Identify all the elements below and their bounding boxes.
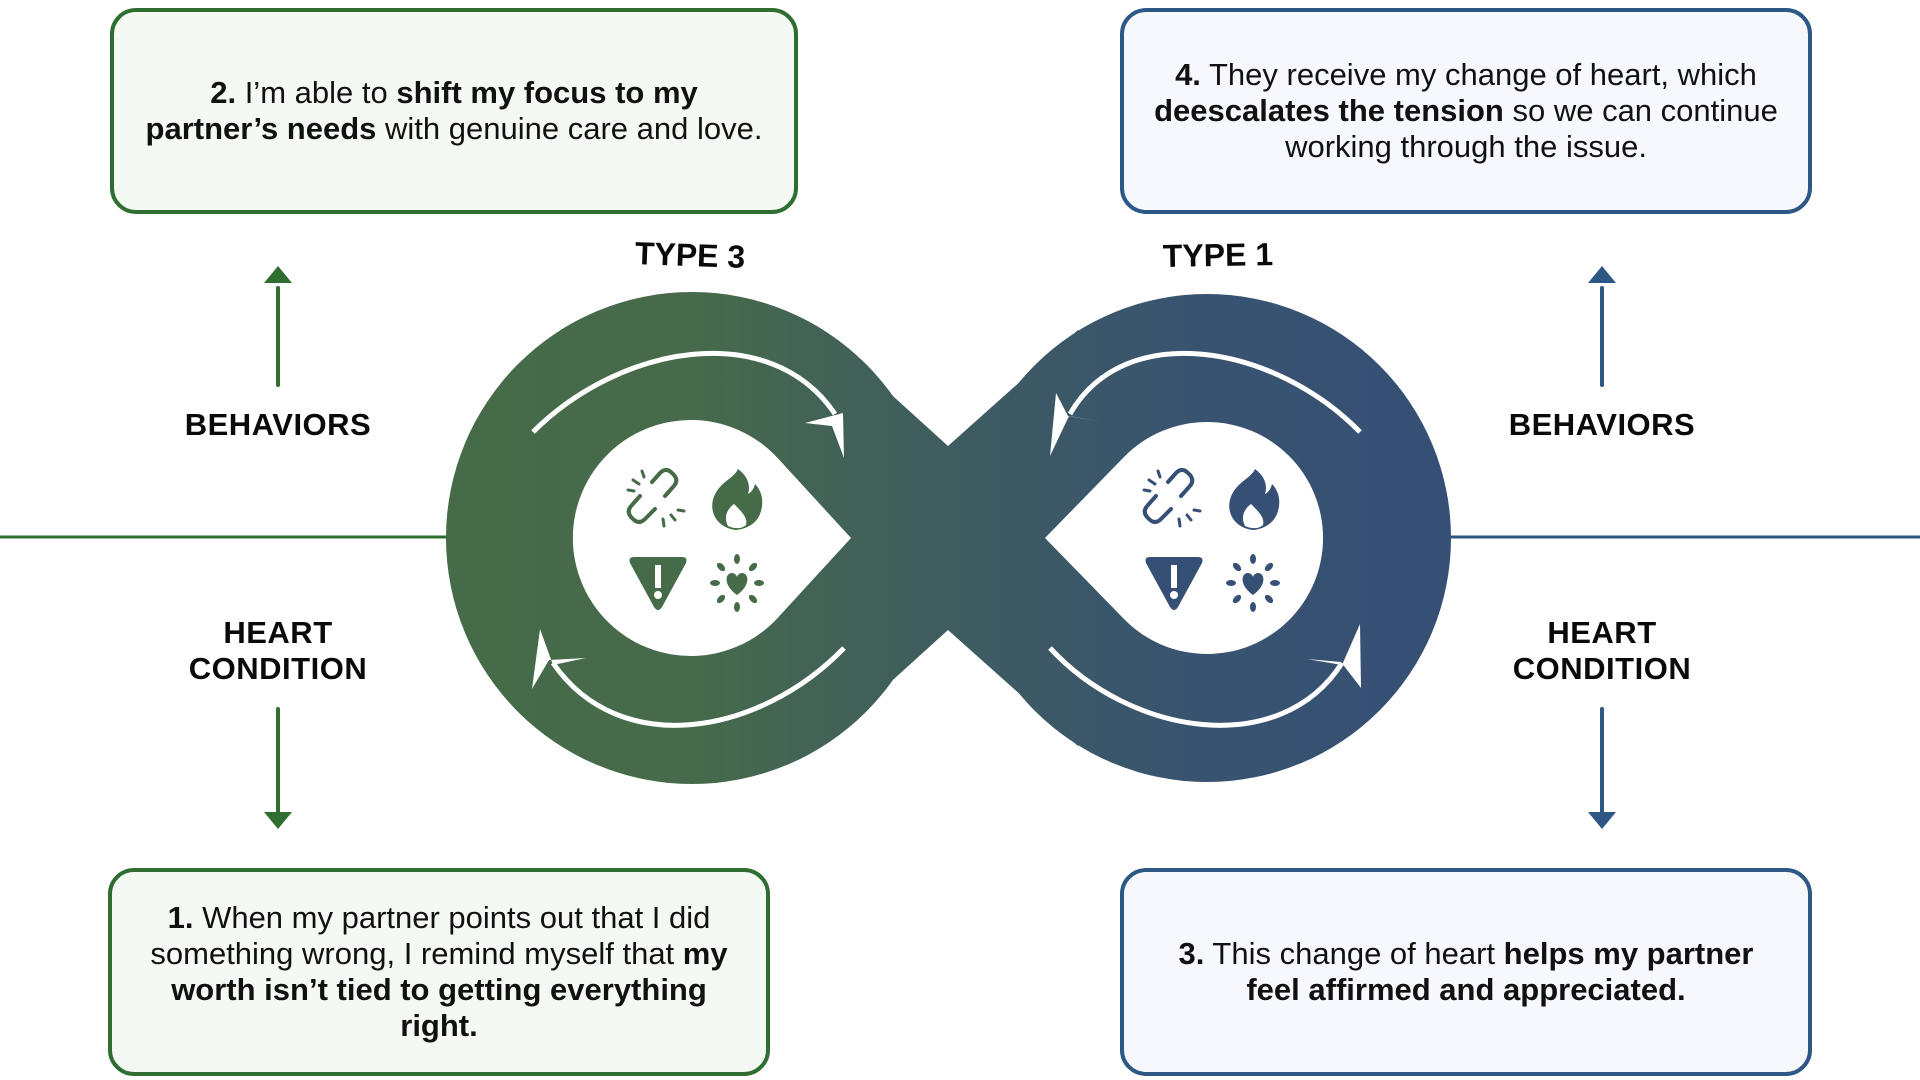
fire-icon: [1229, 469, 1280, 530]
heart-condition-line1: HEART: [1547, 615, 1657, 650]
step-text-emphasis: shift my focus to my partner’s needs: [145, 75, 698, 146]
step-4-text: 4. They receive my change of heart, whic…: [1154, 57, 1778, 165]
arrow-up-icon: [1588, 266, 1616, 283]
type3-top-arrowhead: [805, 413, 844, 458]
step-number: 1.: [167, 900, 194, 935]
step-2-text: 2. I’m able to shift my focus to my part…: [144, 75, 764, 147]
step-4-card: 4. They receive my change of heart, whic…: [1120, 8, 1812, 214]
type3-cycle-arrows: [531, 350, 846, 728]
heart-condition-line2: CONDITION: [188, 651, 368, 686]
type1-icons: [1142, 468, 1280, 612]
step-text-part: with genuine care and love.: [376, 111, 763, 146]
glowing-heart-icon: [710, 554, 764, 612]
step-text-part: This change of heart: [1204, 936, 1504, 971]
step-number: 4.: [1175, 57, 1201, 92]
step-text-part: so we can continue working through the i…: [1285, 93, 1778, 164]
type3-label: TYPE 3: [634, 235, 745, 275]
left-heart-condition-label: HEART CONDITION: [158, 615, 398, 687]
glowing-heart-icon: [1226, 554, 1280, 612]
type3-inner-teardrop: [572, 420, 851, 657]
type1-top-arrow: [1067, 350, 1362, 434]
heart-condition-line1: HEART: [223, 615, 333, 650]
step-text-part: I’m able to: [236, 75, 397, 110]
left-behaviors-arrow: [264, 266, 292, 387]
arrow-down-icon: [1588, 812, 1616, 829]
right-heart-condition-arrow: [1588, 707, 1616, 829]
right-behaviors-arrow: [1588, 266, 1616, 387]
warning-icon: [1145, 557, 1203, 610]
type1-bottom-arrow: [1048, 646, 1345, 728]
step-text-part: When my partner points out that I did so…: [150, 900, 711, 971]
arrow-down-icon: [264, 812, 292, 829]
step-1-card: 1. When my partner points out that I did…: [108, 868, 770, 1076]
crossing: [745, 330, 1150, 746]
step-text-part: They receive my change of heart, which: [1200, 57, 1757, 92]
step-text-emphasis: deescalates the tension: [1154, 93, 1504, 128]
right-behaviors-label: BEHAVIORS: [1508, 407, 1696, 442]
right-heart-condition-label: HEART CONDITION: [1482, 615, 1722, 687]
type3-bottom-arrow: [550, 646, 846, 728]
arrow-up-icon: [264, 266, 292, 283]
warning-icon: [629, 557, 687, 610]
broken-link-icon: [1142, 468, 1202, 528]
step-number: 2.: [210, 75, 237, 110]
type1-label: TYPE 1: [1163, 236, 1274, 274]
type1-top-arrowhead: [1050, 393, 1103, 456]
step-1-text: 1. When my partner points out that I did…: [142, 900, 736, 1044]
broken-link-icon: [626, 468, 686, 528]
step-text-emphasis: helps my partner feel affirmed and appre…: [1246, 936, 1754, 1007]
left-heart-condition-arrow: [264, 707, 292, 829]
step-text-emphasis: my worth isn’t tied to getting everythin…: [171, 936, 728, 1043]
step-number: 3.: [1178, 936, 1205, 971]
type1-bottom-arrowhead: [1307, 624, 1361, 688]
fire-icon: [712, 469, 763, 530]
step-3-card: 3. This change of heart helps my partner…: [1120, 868, 1812, 1076]
type3-top-arrow: [531, 350, 838, 434]
type3-icons: [626, 468, 764, 612]
type3-bottom-arrowhead: [532, 629, 586, 689]
left-behaviors-label: BEHAVIORS: [184, 407, 372, 442]
step-2-card: 2. I’m able to shift my focus to my part…: [110, 8, 798, 214]
step-3-text: 3. This change of heart helps my partner…: [1154, 936, 1778, 1008]
heart-condition-line2: CONDITION: [1512, 651, 1692, 686]
type1-cycle-arrows: [1048, 350, 1362, 728]
